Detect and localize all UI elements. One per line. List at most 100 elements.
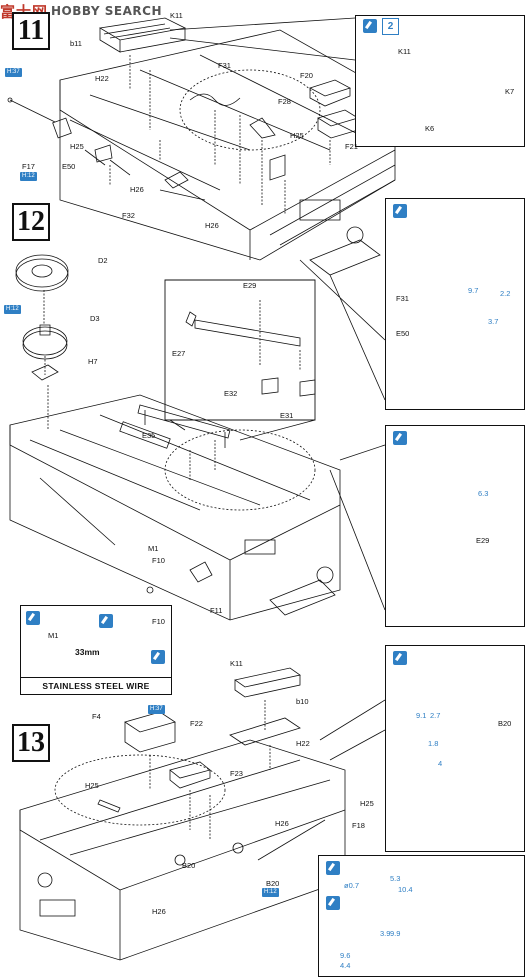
cement-icon <box>151 650 165 664</box>
dim-6-3: 6.3 <box>478 489 489 498</box>
label-h26: H26 <box>130 185 144 194</box>
dim-9-9: 9.9 <box>390 929 401 938</box>
label-b20-detail: B20 <box>498 719 512 728</box>
cement-icon <box>393 651 407 665</box>
paint-tag-h37: H:37 <box>5 68 22 77</box>
label-f31-detail: F31 <box>396 294 409 303</box>
dim-9-6: 9.6 <box>340 951 351 960</box>
label-h7: H7 <box>88 357 98 366</box>
label-d3: D3 <box>90 314 100 323</box>
label-b20: B20 <box>182 861 196 870</box>
label-h26: H26 <box>275 819 289 828</box>
label-d2: D2 <box>98 256 108 265</box>
label-e50-detail: E50 <box>396 329 410 338</box>
label-b20: B20 <box>266 879 280 888</box>
dim-4-4: 4.4 <box>340 961 351 970</box>
callout-lines <box>169 17 386 761</box>
detail-box-f31 <box>385 198 525 410</box>
label-e29-detail: E29 <box>476 536 490 545</box>
detail-box-drill <box>318 855 525 977</box>
label-h25: H25 <box>360 799 374 808</box>
label-f31: F31 <box>218 61 231 70</box>
watermark-en: HOBBY SEARCH <box>51 4 162 18</box>
paint-tag-h37: H:37 <box>148 705 165 714</box>
label-k7: K7 <box>505 87 515 96</box>
paint-tag-h12: H:12 <box>262 888 279 897</box>
cement-icon <box>26 611 40 625</box>
step13-parts <box>97 667 326 866</box>
step11-arrows <box>109 55 331 215</box>
label-f23: F23 <box>230 769 243 778</box>
label-e29: E29 <box>243 281 257 290</box>
quantity-x2: 2 <box>382 18 399 35</box>
step12-wheels <box>15 254 69 381</box>
dim-3-7: 3.7 <box>488 317 499 326</box>
step11-parts <box>7 17 359 201</box>
label-f21: F21 <box>345 142 358 151</box>
step-number-11: 11 <box>12 12 50 50</box>
label-h25: H25 <box>85 781 99 790</box>
step13-arrows <box>149 700 271 840</box>
step12-hull <box>9 394 341 621</box>
cement-icon <box>393 204 407 218</box>
step11-hull <box>59 29 396 276</box>
label-k11: K11 <box>170 11 183 20</box>
paint-tag-h12: H:12 <box>4 305 21 314</box>
dim-4: 4 <box>438 759 443 768</box>
cement-icon <box>363 19 377 33</box>
wire-length: 33mm <box>75 647 100 657</box>
dim-3-9: 3.9 <box>380 929 391 938</box>
dim-9-1: 9.1 <box>416 711 427 720</box>
label-b10: b10 <box>296 697 309 706</box>
label-k11: K11 <box>230 659 243 668</box>
detail-box-e29 <box>385 425 525 627</box>
label-h26: H26 <box>205 221 219 230</box>
label-m1-detail: M1 <box>48 631 59 640</box>
label-h26: H26 <box>152 907 166 916</box>
label-e32: E32 <box>224 389 238 398</box>
label-h25: H25 <box>290 131 304 140</box>
cement-icon <box>393 431 407 445</box>
label-f10-detail: F10 <box>152 617 165 626</box>
label-f28: F28 <box>278 97 291 106</box>
detail-box-wire: STAINLESS STEEL WIRE <box>20 605 172 695</box>
label-e50: E50 <box>62 162 76 171</box>
label-f18: F18 <box>352 821 365 830</box>
label-h22: H22 <box>296 739 310 748</box>
label-h25: H25 <box>70 142 84 151</box>
cement-icon <box>326 861 340 875</box>
dim-9-7: 9.7 <box>468 286 479 295</box>
label-e31: E31 <box>280 411 294 420</box>
label-m1: M1 <box>148 544 159 553</box>
step-number-12: 12 <box>12 203 50 241</box>
wire-caption: STAINLESS STEEL WIRE <box>21 677 171 694</box>
dim-2-2: 2.2 <box>500 289 511 298</box>
dim-10-4: 10.4 <box>398 885 413 894</box>
label-b11: b11 <box>70 39 82 48</box>
drill-icon <box>326 896 340 910</box>
step-number-13: 13 <box>12 724 50 762</box>
cement-icon <box>99 614 113 628</box>
label-k6: K6 <box>425 124 435 133</box>
dim-5-3: 5.3 <box>390 874 401 883</box>
detail-box-b20 <box>385 645 525 852</box>
label-f10: F10 <box>152 556 165 565</box>
label-k11-detail: K11 <box>398 47 411 56</box>
label-f32: F32 <box>122 211 135 220</box>
label-h22: H22 <box>95 74 109 83</box>
dim-1-8: 1.8 <box>428 739 439 748</box>
step12-arrows <box>43 290 301 480</box>
label-f4: F4 <box>92 712 101 721</box>
dim-2-7: 2.7 <box>430 711 441 720</box>
label-f22: F22 <box>190 719 203 728</box>
label-f20: F20 <box>300 71 313 80</box>
paint-tag-h12: H:12 <box>20 172 37 181</box>
label-f11: F11 <box>210 606 223 615</box>
label-e27: E27 <box>172 349 186 358</box>
step12-antenna <box>39 477 213 594</box>
step13-hull <box>19 739 346 961</box>
label-e35: E35 <box>142 431 156 440</box>
label-f17: F17 <box>22 162 35 171</box>
dim-0-7: ø0.7 <box>344 881 360 890</box>
